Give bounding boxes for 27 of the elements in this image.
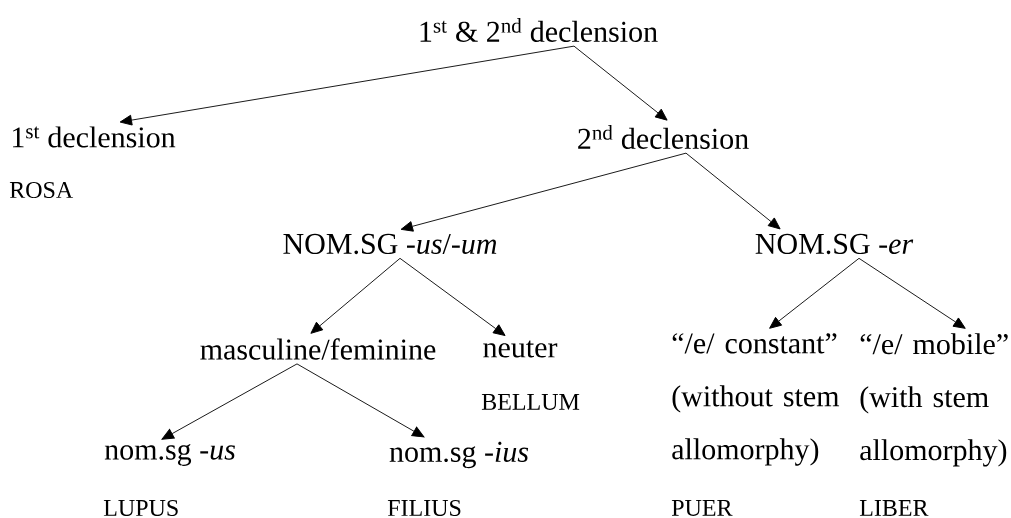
example-word: LUPUS [103, 499, 178, 517]
arrow [399, 257, 506, 336]
tree-label: “/e/ mobile” (with stem allomorphy) [860, 333, 1008, 467]
example-word: BELLUM [481, 394, 580, 410]
arrow [310, 257, 401, 334]
arrow [769, 257, 860, 329]
tree-label: NOM.SG -us/-um [283, 233, 497, 255]
tree-label: “/e/ constant” (without stem allomorphy) [672, 333, 840, 466]
example-word: PUER [671, 500, 733, 516]
arrow [573, 45, 668, 121]
tree-label: nom.sg -us [104, 444, 235, 466]
arrow [685, 152, 781, 230]
tree-label: nom.sg -ius [389, 441, 529, 469]
arrow [119, 45, 575, 126]
tree-label: NOM.SG -er [755, 233, 914, 255]
tree-label: masculine/feminine [200, 338, 436, 360]
arrow [858, 257, 966, 329]
tree-label: 1$^{st}$ declension [13, 126, 176, 148]
tree-label: neuter [483, 340, 558, 358]
example-word: LIBER [859, 500, 929, 516]
example-word: ROSA [9, 181, 74, 199]
tree-label: 1$^{st}$ & 2$^{nd}$ declension [420, 18, 658, 42]
arrow [400, 152, 687, 232]
tree-label: 2$^{nd}$ declension [578, 125, 749, 149]
example-word: FILIUS [387, 499, 461, 517]
arrow [161, 363, 298, 440]
arrow [296, 363, 425, 438]
